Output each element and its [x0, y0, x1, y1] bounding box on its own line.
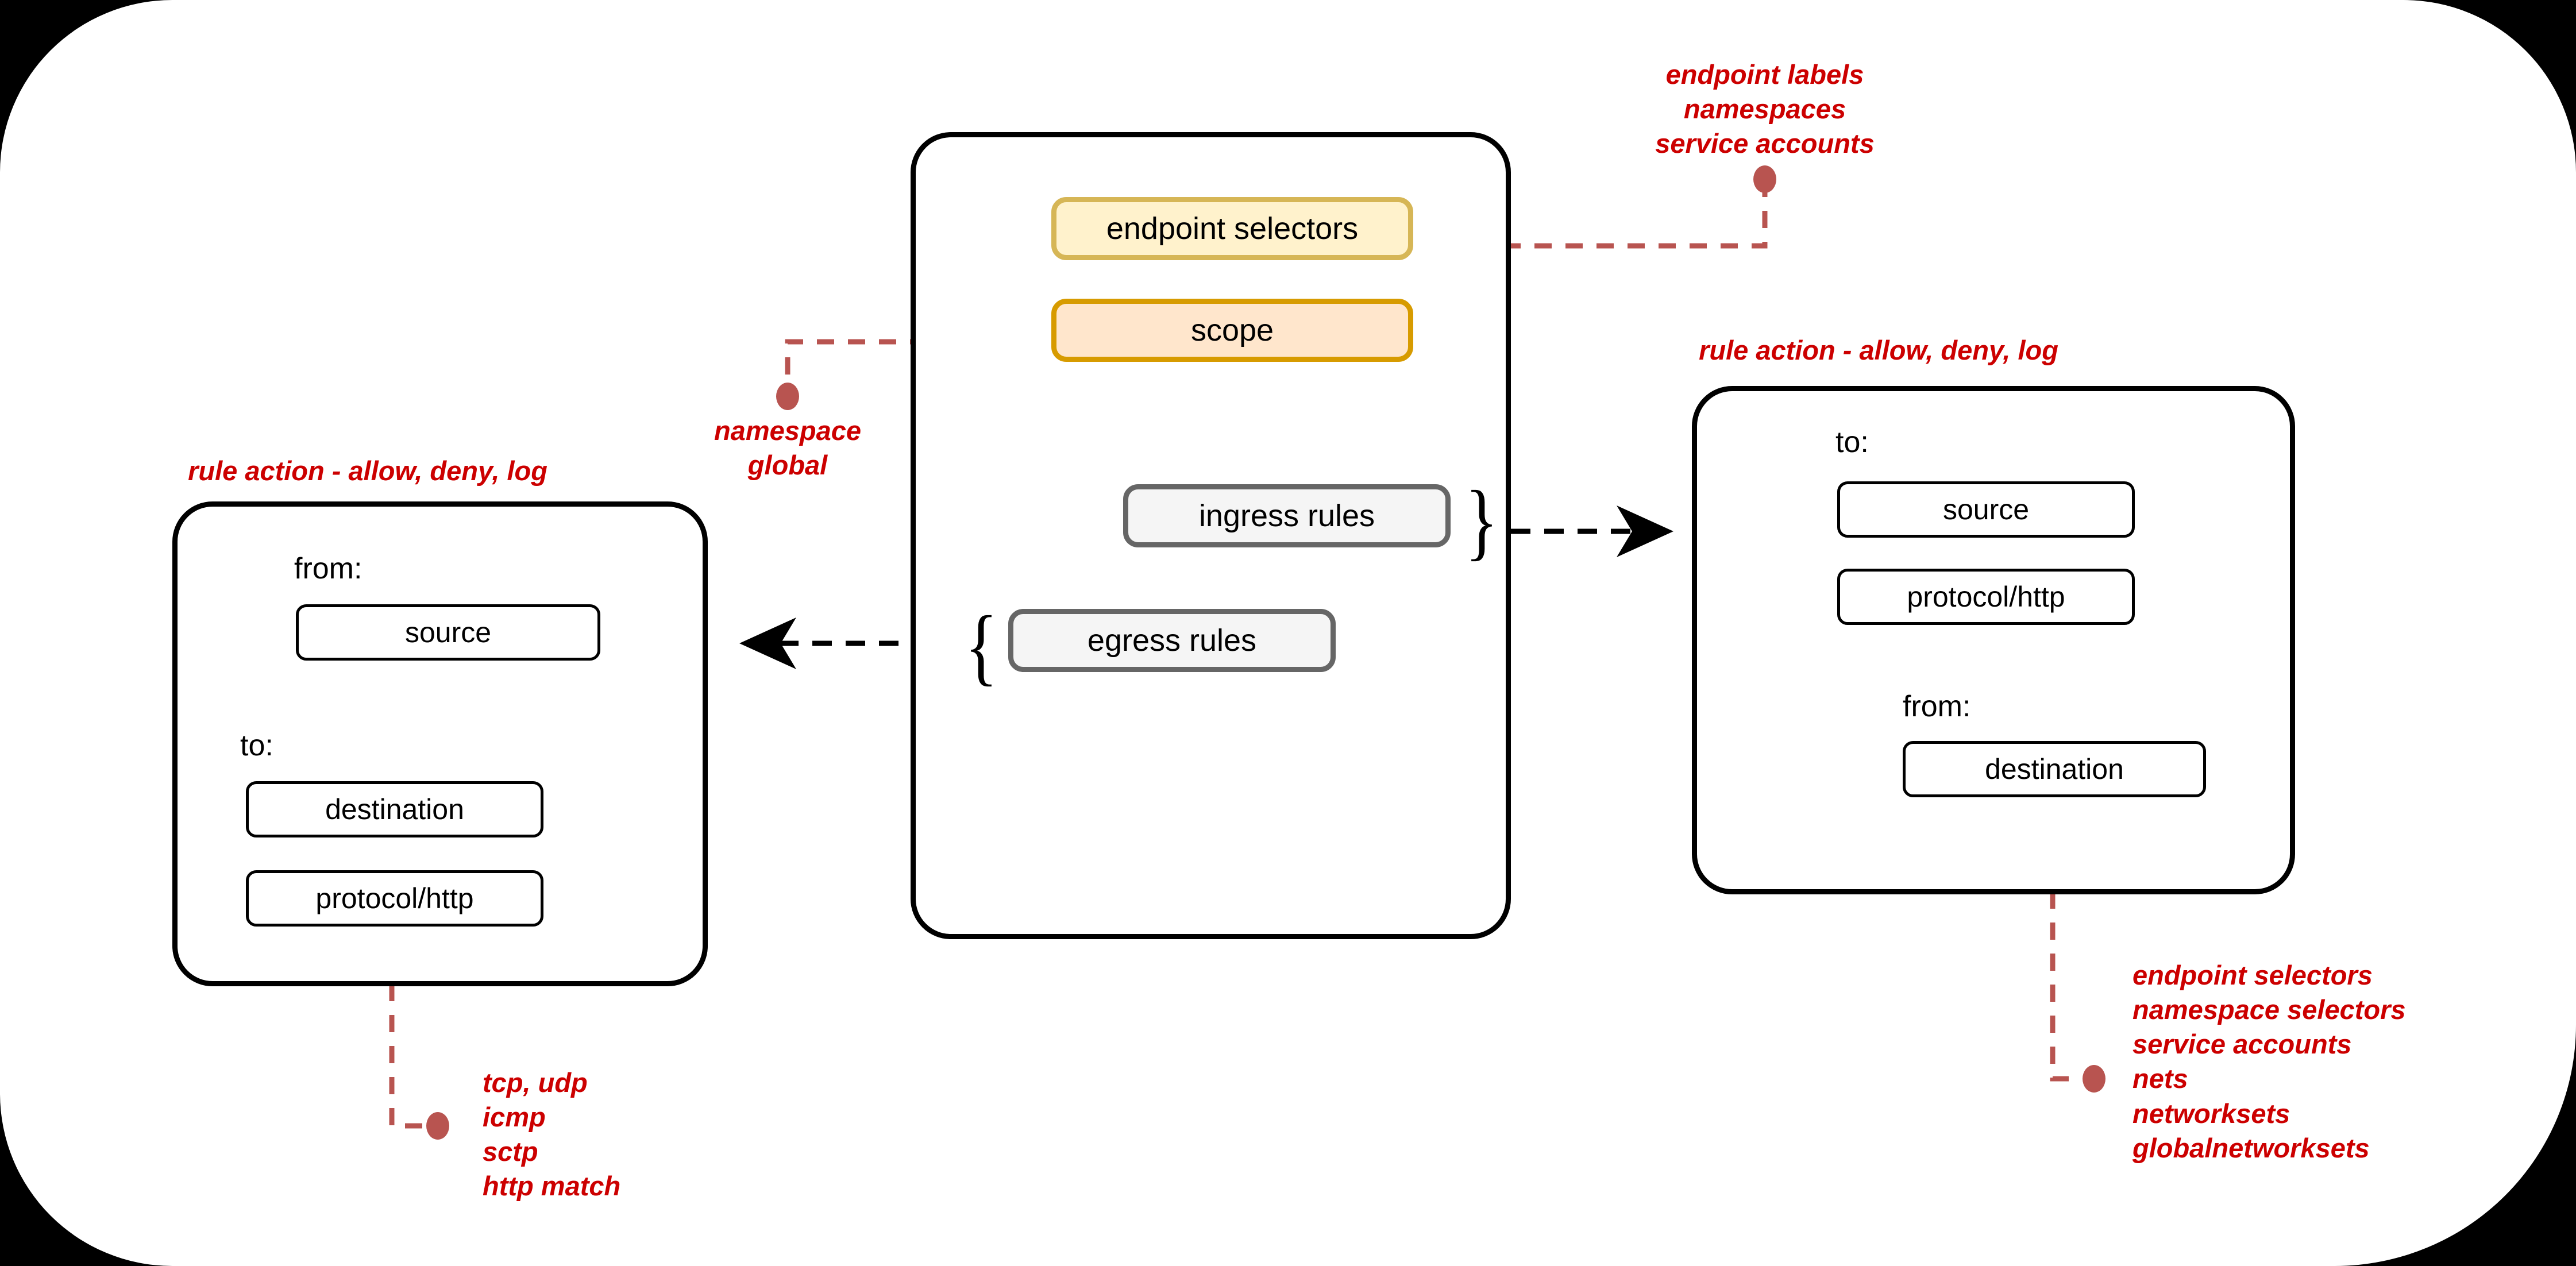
destination-note-line-1: endpoint selectors [2132, 960, 2373, 990]
egress-to-protocol-label: protocol/http [315, 882, 474, 914]
ingress-rules-label: ingress rules [1198, 499, 1375, 533]
egress-to-destination-label: destination [325, 793, 464, 825]
egress-to-label: to: [240, 729, 273, 762]
destination-note-line-4: nets [2132, 1063, 2188, 1094]
ingress-rule-panel [1692, 386, 2295, 894]
egress-brace-icon: { [965, 599, 998, 694]
endpoint-selectors-note-line-3: service accounts [1655, 128, 1875, 159]
egress-rules-label: egress rules [1087, 623, 1257, 658]
endpoint-selectors-box[interactable]: endpoint selectors [1051, 197, 1413, 260]
destination-note-line-5: networksets [2132, 1098, 2290, 1129]
protocol-note-line-2: icmp [483, 1102, 546, 1133]
endpoint-selectors-note-line-2: namespaces [1683, 94, 1846, 125]
scope-box[interactable]: scope [1051, 299, 1413, 362]
protocol-note-line-3: sctp [483, 1136, 538, 1167]
egress-from-label: from: [294, 552, 363, 585]
egress-to-protocol-box[interactable]: protocol/http [246, 870, 543, 927]
ingress-to-label: to: [1835, 426, 1869, 459]
protocol-note-line-1: tcp, udp [483, 1067, 588, 1098]
ingress-rule-action-note: rule action - allow, deny, log [1666, 333, 2091, 368]
egress-from-source-box[interactable]: source [296, 604, 600, 661]
destination-note: endpoint selectors namespace selectors s… [2132, 958, 2546, 1165]
ingress-rule-action-line: rule action - allow, deny, log [1699, 335, 2058, 365]
scope-note-line-2: global [747, 450, 828, 481]
ingress-to-protocol-label: protocol/http [1907, 581, 2065, 613]
endpoint-selectors-note-line-1: endpoint labels [1665, 59, 1864, 90]
scope-note-line-1: namespace [714, 415, 862, 446]
egress-to-destination-box[interactable]: destination [246, 781, 543, 837]
scope-note: namespace global [633, 414, 943, 483]
destination-note-line-2: namespace selectors [2132, 994, 2406, 1025]
ingress-to-source-box[interactable]: source [1837, 481, 2135, 538]
endpoint-selectors-label: endpoint selectors [1106, 211, 1359, 246]
egress-rules-box[interactable]: egress rules [1008, 609, 1336, 672]
endpoint-selectors-note: endpoint labels namespaces service accou… [1592, 57, 1937, 161]
ingress-to-source-label: source [1942, 493, 2030, 526]
egress-rule-action-line: rule action - allow, deny, log [188, 456, 547, 486]
protocol-note-line-4: http match [483, 1171, 621, 1202]
ingress-to-protocol-box[interactable]: protocol/http [1837, 569, 2135, 625]
destination-note-line-3: service accounts [2132, 1029, 2352, 1060]
ingress-brace-icon: } [1465, 473, 1498, 569]
ingress-from-destination-label: destination [1985, 753, 2124, 785]
destination-note-line-6: globalnetworksets [2132, 1132, 2370, 1163]
ingress-from-label: from: [1903, 690, 1971, 723]
scope-label: scope [1190, 313, 1274, 348]
ingress-from-destination-box[interactable]: destination [1903, 741, 2206, 797]
protocol-note: tcp, udp icmp sctp http match [483, 1066, 850, 1204]
ingress-rules-box[interactable]: ingress rules [1123, 484, 1451, 547]
egress-from-source-label: source [404, 616, 492, 649]
egress-rule-action-note: rule action - allow, deny, log [172, 454, 563, 488]
